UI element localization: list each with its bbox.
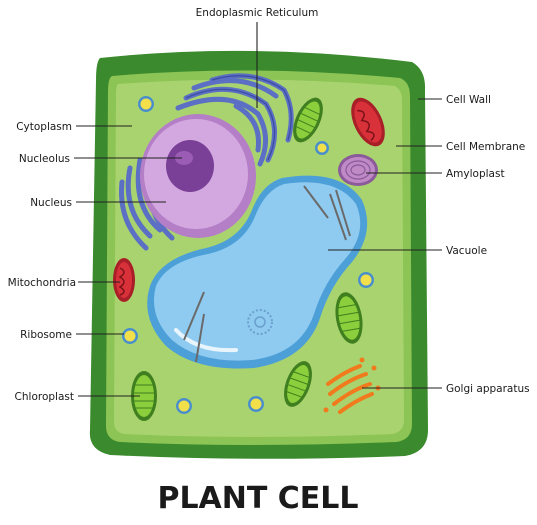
mitochondria (113, 97, 385, 302)
label-cytoplasm: Cytoplasm (16, 121, 72, 133)
chloroplast (131, 97, 363, 421)
label-nucleus: Nucleus (30, 197, 72, 209)
label-cell-membrane: Cell Membrane (446, 141, 525, 153)
golgi-apparatus (323, 357, 381, 414)
label-cell-wall: Cell Wall (446, 94, 491, 106)
label-mitochondria: Mitochondria (8, 277, 76, 289)
ribosome (122, 96, 374, 414)
nucleolus (166, 140, 214, 192)
vacuole (147, 175, 368, 369)
diagram-title: PLANT CELL (157, 481, 358, 516)
label-chloroplast: Chloroplast (15, 391, 74, 403)
endoplasmic-reticulum-edge (185, 75, 292, 161)
label-endoplasmic-reticulum: Endoplasmic Reticulum (196, 7, 319, 19)
nucleus (140, 114, 256, 238)
label-ribosome: Ribosome (20, 329, 72, 341)
label-vacuole: Vacuole (446, 245, 487, 257)
label-amyloplast: Amyloplast (446, 168, 505, 180)
amyloplast (338, 154, 378, 186)
leader-lines (74, 22, 442, 397)
label-nucleolus: Nucleolus (19, 153, 70, 165)
label-golgi-apparatus: Golgi apparatus (446, 383, 530, 395)
